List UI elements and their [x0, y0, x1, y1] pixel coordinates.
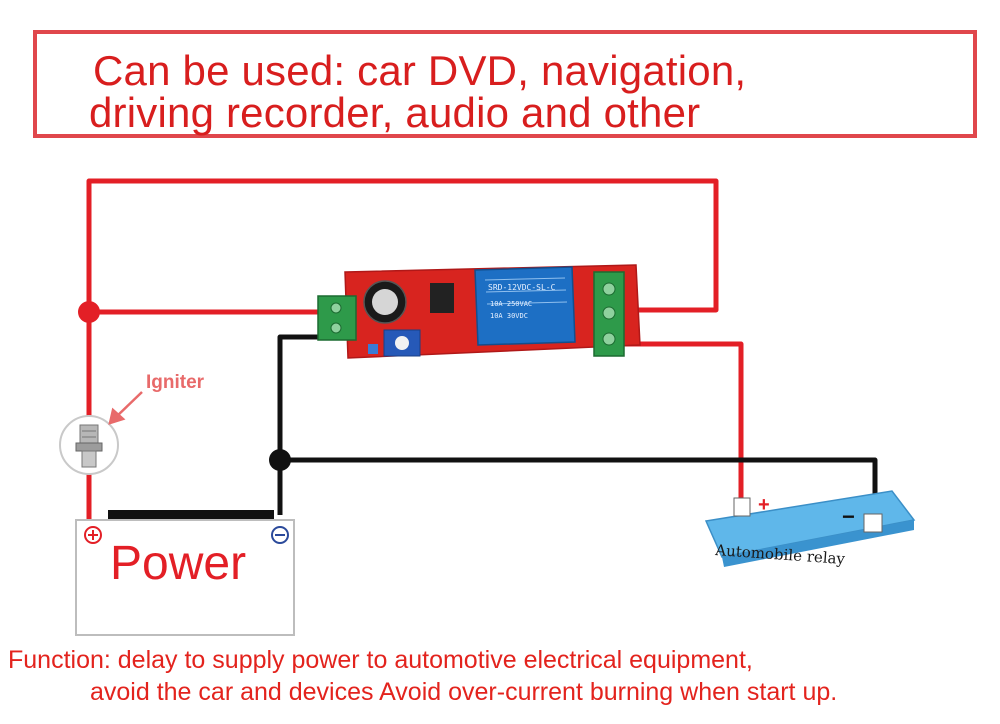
relay-rating-2: 10A 30VDC: [490, 312, 528, 320]
usage-banner: Can be used: car DVD, navigation, drivin…: [33, 30, 977, 138]
relay-plus-sign: +: [758, 494, 770, 516]
function-text-line-2: avoid the car and devices Avoid over-cur…: [90, 678, 838, 706]
black-wires: [277, 334, 878, 520]
red-junction: [78, 301, 100, 323]
red-wire-top-loop: [86, 178, 719, 420]
black-wire-input: [277, 334, 330, 515]
relay-rating-1: 10A 250VAC: [490, 300, 532, 308]
igniter: [59, 415, 119, 475]
relay-model-text: SRD-12VDC-SL-C: [488, 283, 556, 292]
usage-line-1: Can be used: car DVD, navigation,: [93, 47, 747, 94]
usage-line-2: driving recorder, audio and other: [89, 89, 701, 136]
power-label: Power: [110, 537, 247, 590]
power-battery: [75, 510, 295, 636]
delay-relay-module: [317, 264, 641, 359]
relay-minus-sign: −: [842, 504, 855, 529]
igniter-label: Igniter: [146, 372, 205, 393]
red-wires: [86, 178, 744, 520]
black-junction: [269, 449, 291, 471]
function-text-line-1: Function: delay to supply power to autom…: [8, 646, 753, 674]
red-wire-to-relay-positive: [612, 341, 744, 500]
automobile-relay: [704, 490, 916, 567]
igniter-arrow: [108, 391, 143, 425]
